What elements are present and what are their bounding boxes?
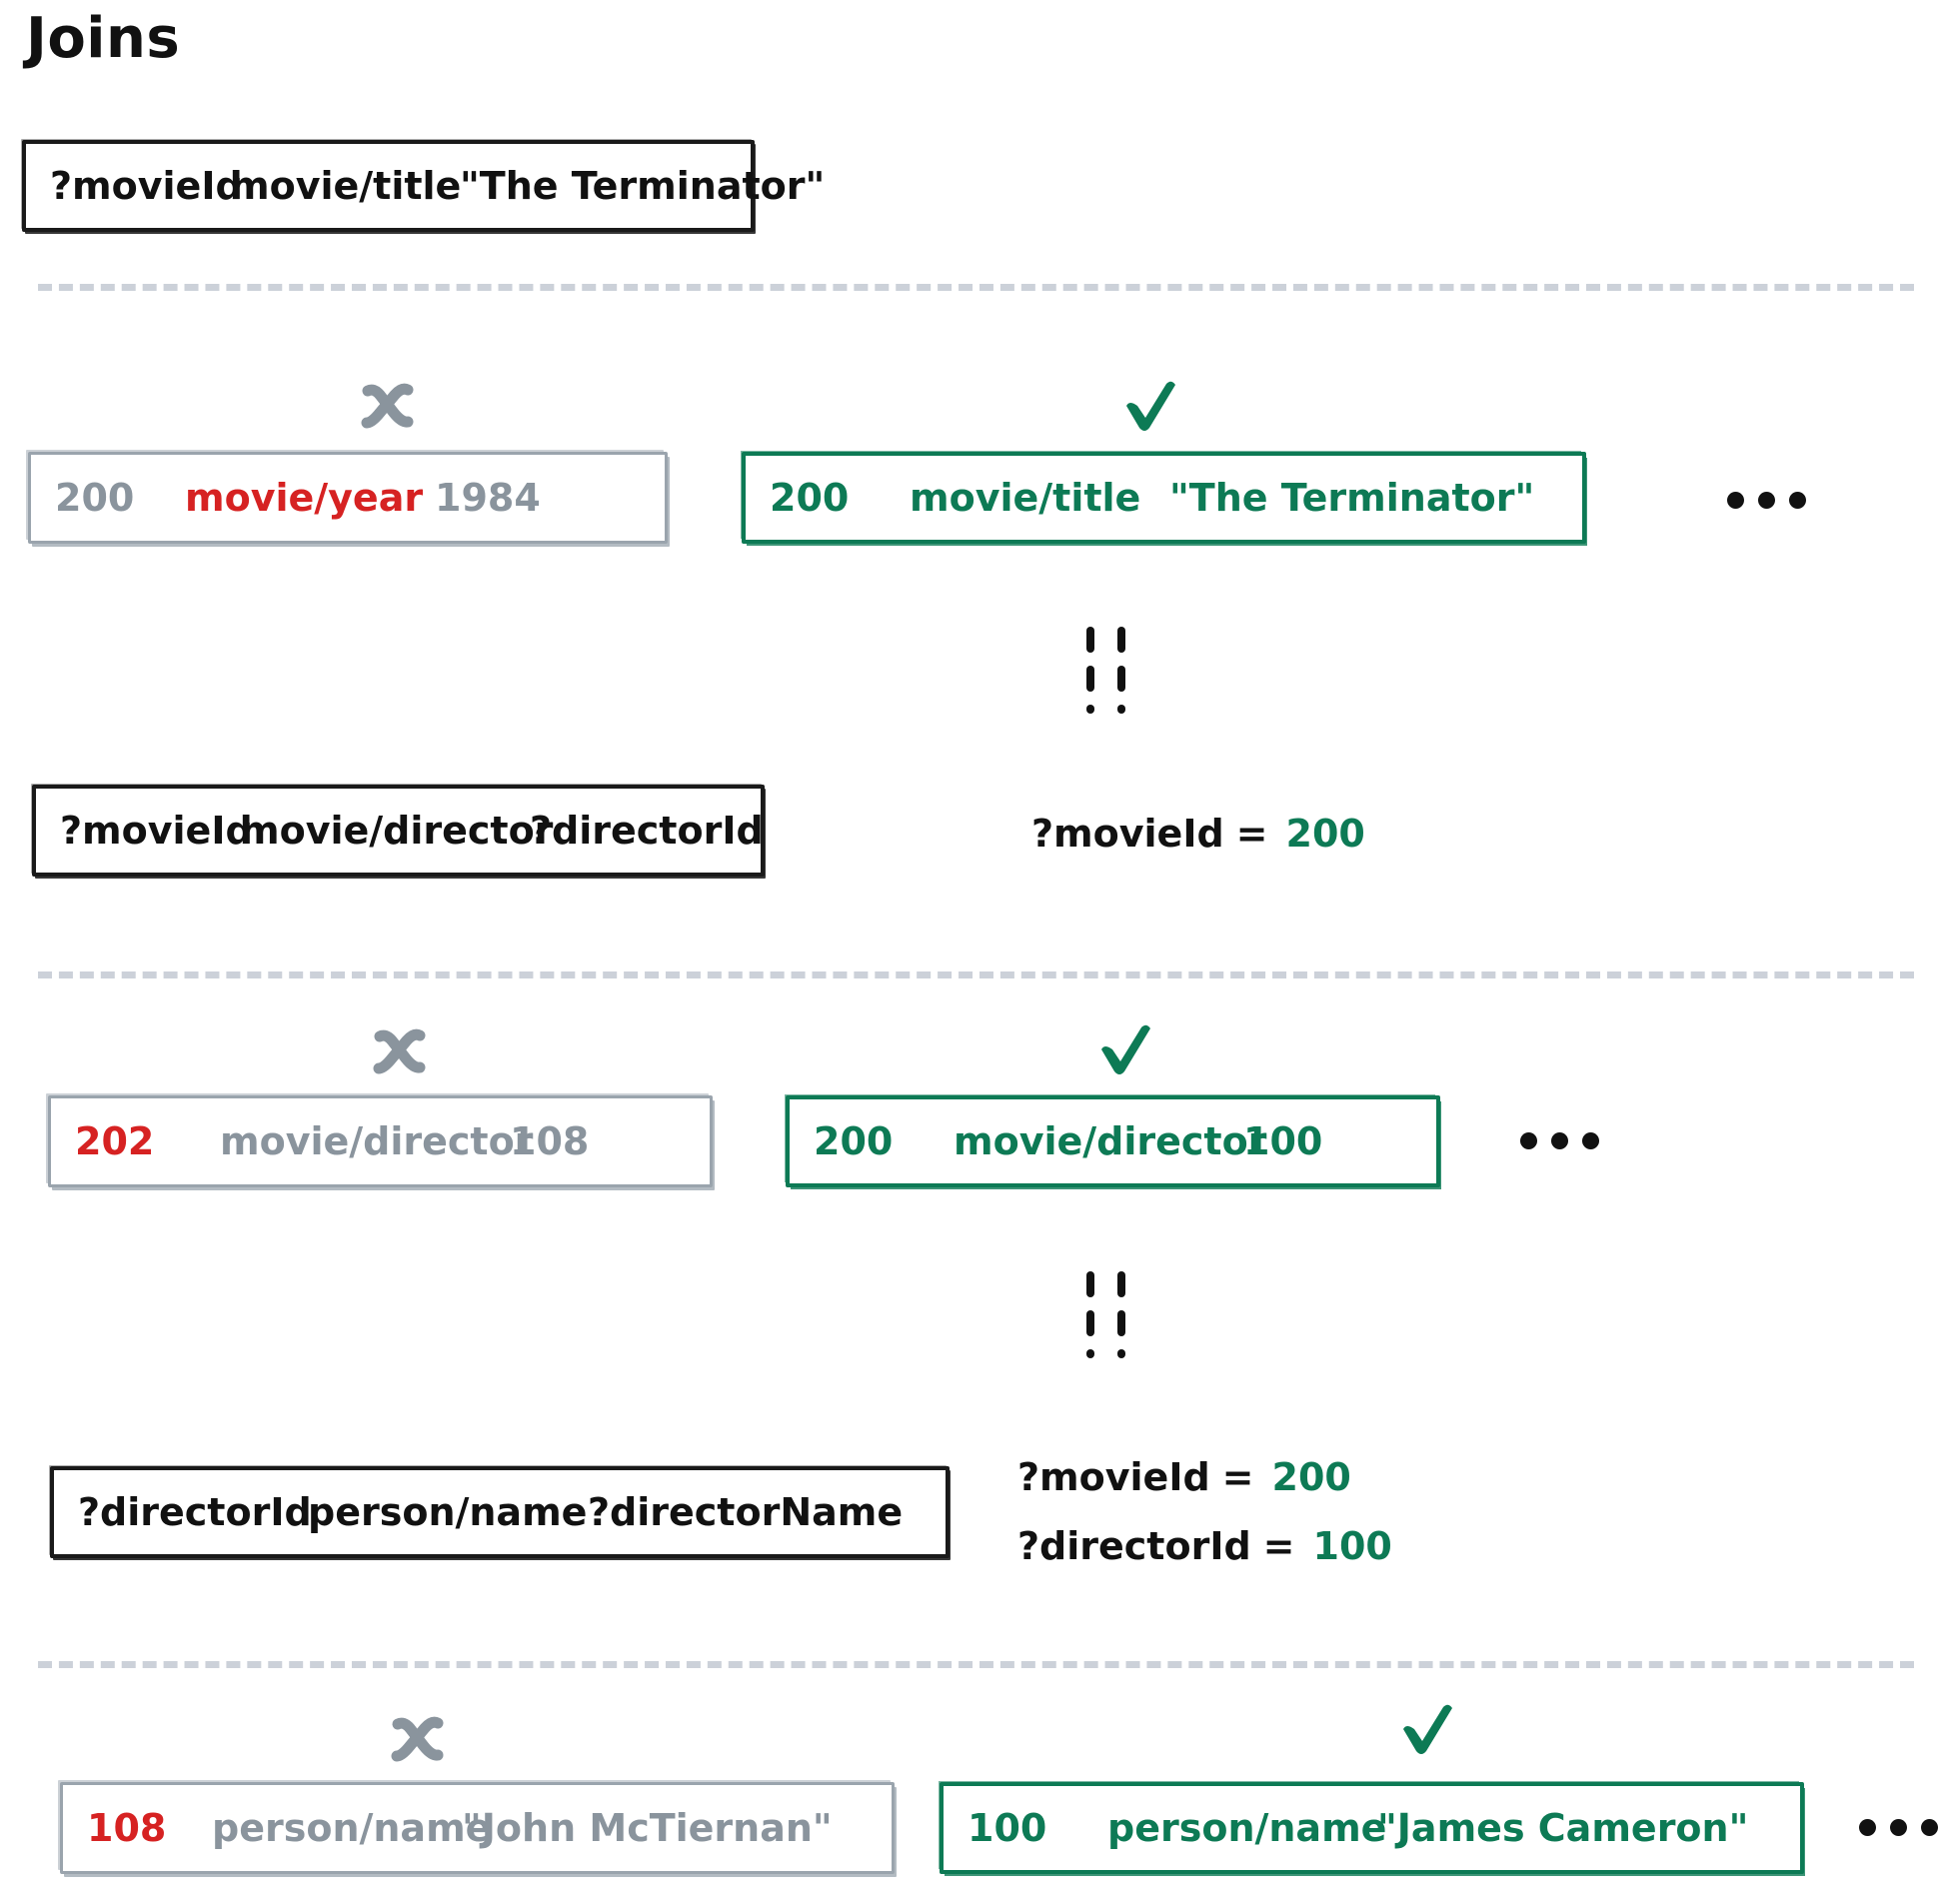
fact-entity: 200 [814,1119,894,1163]
pattern-attribute: movie/director [240,809,554,853]
flow-connector [1086,627,1125,714]
pattern-attribute: movie/title [230,164,462,208]
fact-attribute: person/name [212,1806,492,1850]
separator-1 [38,284,1914,291]
fact-value: 100 [1243,1119,1323,1163]
page-title: Joins [26,6,181,71]
fact-value: 108 [510,1119,590,1163]
binding-variable: ?movieId [1017,1455,1210,1499]
ellipsis-more-facts [1727,492,1806,509]
binding-movie-id: ?movieId= 200 [1031,812,1365,856]
fact-rejected-person-name: 108 person/name "John McTiernan" [60,1782,895,1874]
check-mark [1396,1701,1458,1759]
binding-director-id: ?directorId= 100 [1017,1524,1392,1568]
binding-movie-id: ?movieId= 200 [1017,1455,1351,1499]
pattern-entity: ?directorId [78,1490,312,1534]
ellipsis-more-facts [1520,1132,1599,1149]
pattern-value: ?directorName [588,1490,904,1534]
fact-entity: 100 [968,1806,1047,1850]
binding-equals: = [1262,1524,1295,1568]
fact-value: "James Cameron" [1377,1806,1749,1850]
binding-value: 200 [1271,1455,1351,1499]
fact-value: "The Terminator" [1169,476,1535,520]
fact-value: 1984 [435,476,541,520]
pattern-entity: ?movieId [60,809,253,853]
x-mark [360,382,416,434]
fact-attribute: person/name [1107,1806,1387,1850]
pattern-value: "The Terminator" [460,164,826,208]
pattern-person-name: ?directorId person/name ?directorName [50,1466,950,1558]
fact-accepted-movie-director: 200 movie/director 100 [786,1095,1440,1187]
pattern-value: ?directorId [530,809,764,853]
fact-attribute: movie/year [185,476,424,520]
separator-3 [38,1661,1914,1668]
check-mark [1119,378,1181,436]
x-mark [390,1715,446,1767]
fact-rejected-movie-director: 202 movie/director 108 [48,1095,713,1187]
binding-value: 200 [1285,812,1365,856]
fact-accepted-person-name: 100 person/name "James Cameron" [940,1782,1804,1874]
pattern-movie-title: ?movieId movie/title "The Terminator" [22,140,825,232]
x-mark [372,1027,428,1079]
fact-rejected-movie-year: 200 movie/year 1984 [28,452,668,544]
fact-attribute: movie/director [954,1119,1267,1163]
fact-attribute: movie/director [220,1119,534,1163]
fact-entity: 108 [87,1806,167,1850]
binding-variable: ?directorId [1017,1524,1251,1568]
ellipsis-more-facts [1859,1819,1938,1836]
fact-entity: 200 [55,476,135,520]
binding-value: 100 [1312,1524,1392,1568]
fact-attribute: movie/title [910,476,1141,520]
binding-variable: ?movieId [1031,812,1224,856]
fact-accepted-movie-title: 200 movie/title "The Terminator" [742,452,1586,544]
check-mark [1094,1021,1156,1079]
pattern-attribute: person/name [308,1490,588,1534]
fact-value: "John McTiernan" [462,1806,833,1850]
flow-connector [1086,1271,1125,1358]
fact-entity: 200 [770,476,850,520]
binding-equals: = [1235,812,1268,856]
binding-equals: = [1221,1455,1254,1499]
pattern-entity: ?movieId [50,164,243,208]
pattern-movie-director: ?movieId movie/director ?directorId [32,785,765,877]
fact-entity: 202 [75,1119,155,1163]
separator-2 [38,971,1914,978]
